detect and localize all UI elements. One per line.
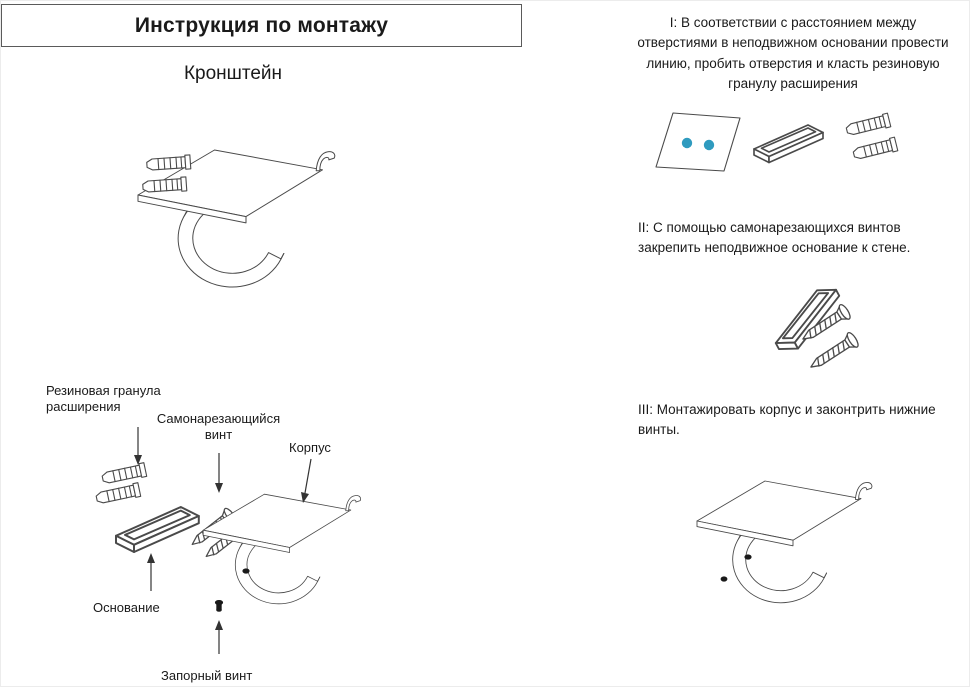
label-self-tapping-screw: Самонарезающийся винт (156, 411, 281, 442)
step-2-text: II: С помощью самонарезающихся винтов за… (638, 220, 911, 256)
base-rail-figure (115, 506, 200, 553)
bracket-body-figure (202, 493, 362, 605)
drill-hole (703, 139, 715, 151)
label-base: Основание (93, 600, 160, 615)
callout-arrows (134, 427, 312, 654)
arrow-to-body (304, 458, 312, 494)
step-3-drawing (696, 480, 873, 604)
locking-screw-figure (214, 599, 224, 612)
step-1-text: I: В соответствии с расстоянием между от… (637, 15, 949, 91)
step-1-drawing (655, 112, 899, 172)
bracket-assembled-drawing (137, 149, 336, 288)
wall-anchor-figure (94, 462, 148, 506)
page-title: Инструкция по монтажу (1, 4, 522, 47)
bracket-body-figure (137, 149, 336, 288)
step-2-drawing (762, 281, 861, 375)
label-body: Корпус (289, 440, 331, 455)
label-rubber-plug: Резиновая гранула расширения (46, 383, 161, 414)
product-subtitle: Кронштейн (183, 63, 283, 84)
screw-head-dot (242, 568, 250, 574)
wall-anchor-figure (844, 112, 899, 162)
marked-wall-sheet-figure (655, 112, 741, 172)
label-locking-screw: Запорный винт (161, 668, 253, 683)
bracket-body-figure (696, 480, 873, 604)
step-3-text: III: Монтажировать корпус и законтрить н… (638, 402, 936, 438)
base-rail-figure (753, 124, 824, 164)
drill-hole (681, 137, 693, 149)
screw-head-dot (720, 576, 728, 582)
screw-head-dot (744, 554, 752, 560)
bracket-exploded-drawing (94, 427, 362, 654)
